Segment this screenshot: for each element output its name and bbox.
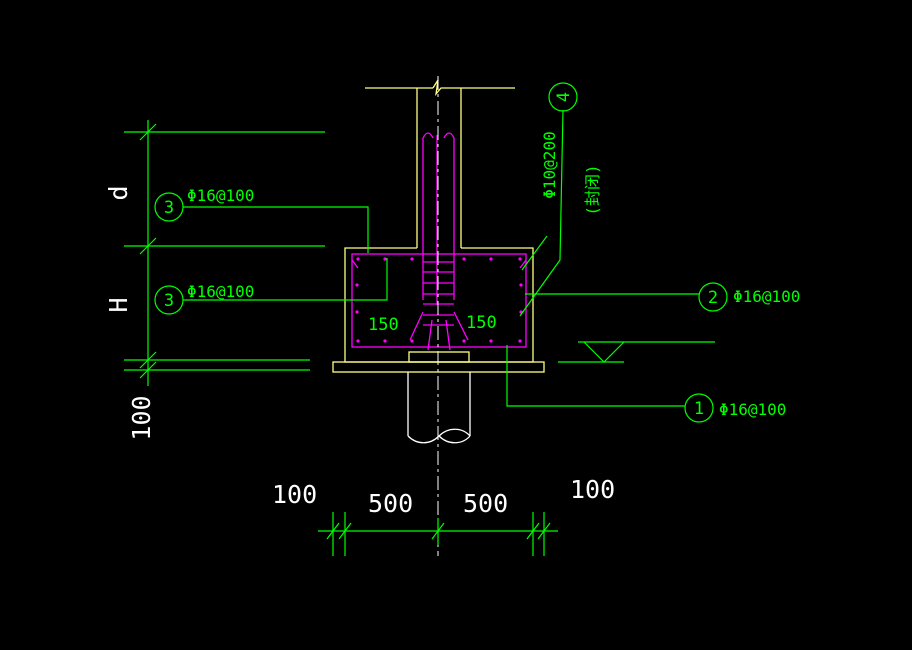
svg-text:Φ16@100: Φ16@100: [187, 282, 254, 301]
vertical-dimension-chain: [124, 120, 325, 386]
callout-3-top: 3 Φ16@100: [154, 186, 254, 222]
svg-text:2: 2: [708, 288, 718, 308]
svg-text:3: 3: [164, 198, 174, 218]
dim-label-right-cover: 100: [570, 475, 615, 504]
callout-4: 4 Φ10@200 (封闭): [540, 82, 602, 216]
dim-label-left-half: 500: [368, 489, 413, 518]
dim-label-H: H: [104, 297, 133, 312]
dim-label-d: d: [104, 185, 133, 200]
reinforcement: [351, 132, 527, 351]
svg-text:Φ16@100: Φ16@100: [719, 400, 786, 419]
callout-3-middle: 3 Φ16@100: [154, 282, 254, 315]
callout-2: 2 Φ16@100: [698, 282, 800, 312]
svg-text:Φ16@100: Φ16@100: [733, 287, 800, 306]
inner-dim-left-150: 150: [368, 315, 399, 335]
horizontal-dimension-chain: [318, 512, 558, 556]
dim-label-bottom-100: 100: [127, 395, 156, 440]
inner-dim-right-150: 150: [466, 313, 497, 333]
dim-label-right-half: 500: [463, 489, 508, 518]
svg-text:1: 1: [694, 399, 704, 419]
svg-text:(封闭): (封闭): [583, 164, 602, 215]
leader-lines: [183, 109, 699, 407]
callout-1: 1 Φ16@100: [684, 393, 786, 423]
rebar-dots: [355, 257, 523, 343]
pile-shaft: [407, 372, 471, 444]
dim-label-left-cover: 100: [272, 480, 317, 509]
svg-text:3: 3: [164, 291, 174, 311]
svg-text:Φ10@200: Φ10@200: [540, 131, 559, 198]
svg-text:4: 4: [554, 92, 574, 102]
svg-text:Φ16@100: Φ16@100: [187, 186, 254, 205]
ground-level-symbol: [558, 341, 715, 363]
